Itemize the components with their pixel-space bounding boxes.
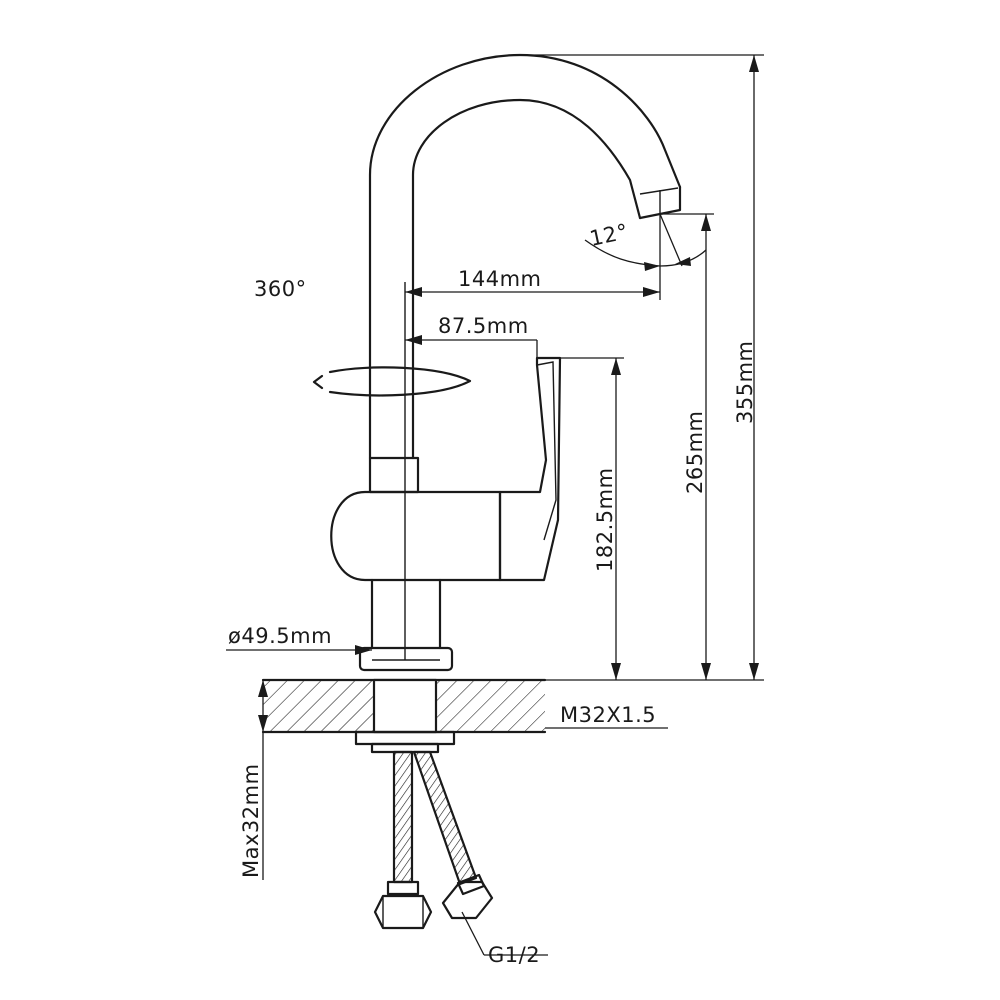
dim-handle-reach	[405, 335, 538, 360]
dim-spout-reach	[405, 214, 661, 300]
dim-angle	[584, 213, 707, 271]
dim-max-thickness	[258, 680, 268, 880]
deck-section	[261, 678, 547, 754]
dim-spout-height	[662, 213, 714, 680]
rotation-arrow-icon	[312, 366, 472, 397]
max-thickness-label: Max32mm	[239, 763, 263, 878]
lever-handle	[498, 356, 562, 582]
spout-reach-label: 144mm	[458, 267, 542, 291]
thread-label: M32X1.5	[560, 703, 656, 727]
base-diameter-label: ø49.5mm	[228, 624, 332, 648]
handle-height-label: 182.5mm	[593, 467, 617, 572]
spout	[368, 53, 682, 460]
connection-label: G1/2	[488, 943, 540, 967]
dim-connection	[461, 911, 548, 956]
dim-base-diameter	[226, 645, 372, 655]
dim-total-height	[520, 54, 764, 681]
supply-hoses	[373, 750, 494, 930]
total-height-label: 355mm	[733, 341, 757, 425]
dim-handle-height	[560, 357, 624, 680]
handle-reach-label: 87.5mm	[438, 314, 529, 338]
spout-height-label: 265mm	[683, 411, 707, 495]
rotation-label: 360°	[254, 277, 307, 301]
faucet-body	[330, 456, 502, 672]
angle-label: 12°	[588, 219, 631, 251]
